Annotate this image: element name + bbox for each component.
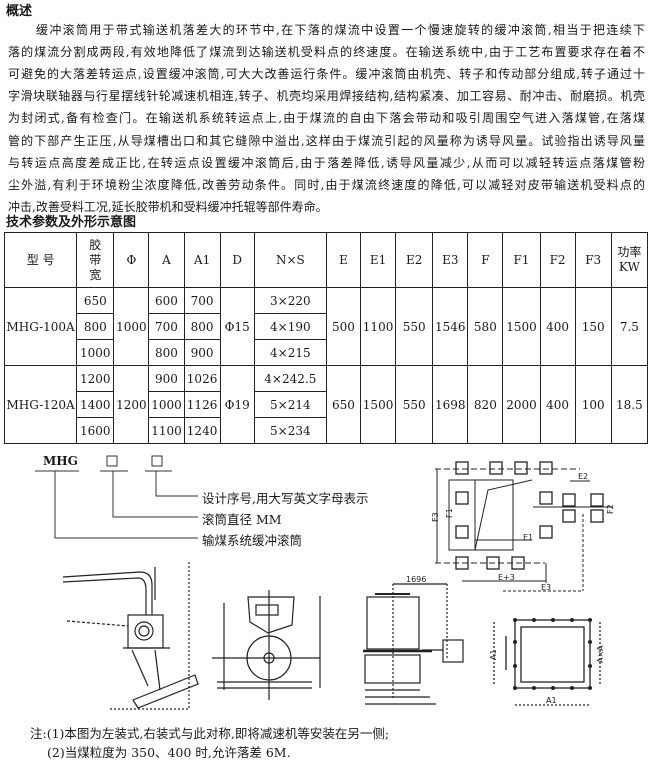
- nxs-cell: 5×234: [253, 417, 327, 444]
- label-e2: E2: [578, 472, 588, 481]
- paragraph-line: 管的下部产生正压,从导煤槽出口和其它缝隙中溢出,这样由于煤流引起的风量称为诱导风…: [8, 134, 645, 148]
- roller-side-view-drawing: [212, 590, 321, 700]
- header-cell: 胶带宽: [76, 232, 115, 288]
- a-cell: 900: [148, 365, 185, 392]
- paragraph-line: 落的煤流分割成两段,有效地降低了煤流到达输送机受料点的终速度。在输送系统中,由于…: [8, 45, 645, 59]
- header-cell: N×S: [253, 232, 327, 288]
- e-cell: 650: [325, 365, 362, 444]
- label-axa: A×A: [596, 645, 605, 663]
- table-header-row: 型 号 胶带宽 Φ A A1 D N×S E E1 E2 E3 F F1 F2 …: [3, 232, 649, 288]
- e2-cell: 550: [395, 287, 434, 366]
- note-1: 注:(1)本图为左装式,右装式与此对称,即将减速机等安装在另一侧;: [30, 726, 390, 741]
- nxs-cell: 3×220: [253, 287, 327, 314]
- belt-cell: 1400: [76, 391, 115, 418]
- belt-cell: 1000: [76, 339, 115, 366]
- label-f1: F1: [445, 508, 454, 518]
- table-row: 1000 800 900 4×215: [5, 339, 648, 366]
- header-cell: 功率KW: [610, 232, 649, 288]
- design-serial-placeholder-box: [151, 455, 163, 467]
- header-belt-width: 胶带宽: [89, 237, 102, 282]
- belt-cell: 800: [76, 313, 115, 340]
- belt-cell: 1200: [76, 365, 115, 392]
- table-row: 800 700 800 4×190: [5, 313, 648, 340]
- header-power: 功率KW: [617, 245, 642, 274]
- header-cell: A1: [183, 232, 221, 288]
- nxs-cell: 4×215: [253, 339, 327, 366]
- label-e1: E1: [523, 533, 533, 542]
- table-row: 1600 1100 1240 5×234: [5, 417, 648, 444]
- code-label-design-serial: 设计序号,用大写英文字母表示: [202, 491, 369, 506]
- paragraph-line: 为封闭式,备有检查门。在输送机系统转运点上,由于煤流的自由下落会带动和吸引周围空…: [8, 111, 645, 125]
- a-cell: 1100: [148, 417, 185, 444]
- chute-view-drawing: [62, 562, 199, 710]
- model-cell: MHG-120A: [3, 365, 78, 444]
- table-title: 技术参数及外形示意图: [6, 215, 137, 230]
- a1-cell: 1240: [183, 417, 221, 444]
- header-cell: Φ: [113, 232, 150, 288]
- paragraph-line: 冲击,改善受料工况,延长胶带机和受料缓冲托辊等部件寿命。: [8, 200, 328, 214]
- a-cell: 800: [148, 339, 185, 366]
- paragraph-line: 尘外溢,有利于环境粉尘浓度降低,改善劳动条件。同时,由于煤流终速度的降低,可以减…: [8, 178, 645, 192]
- f1-cell: 2000: [502, 365, 541, 444]
- section-title: 概述: [6, 4, 33, 19]
- label-f3: F3: [431, 512, 440, 522]
- paragraph-line: 可避免的大落差转运点,设置缓冲滚筒,可大大改善运行条件。缓冲滚筒由机壳、转子和传…: [8, 67, 645, 81]
- a-cell: 1000: [148, 391, 185, 418]
- table-row: MHG-120A 1200 1200 900 1026 Φ19 4×242.5 …: [3, 365, 649, 444]
- f-cell: 820: [467, 365, 504, 444]
- belt-cell: 1600: [76, 417, 115, 444]
- a1-cell: 900: [183, 339, 221, 366]
- f3-cell: 100: [574, 365, 612, 444]
- f-cell: 580: [467, 287, 504, 366]
- label-1696: 1696: [406, 575, 426, 584]
- header-cell: F1: [502, 232, 541, 288]
- a1-cell: 700: [183, 287, 221, 314]
- plan-view-drawing: [435, 461, 612, 592]
- power-cell: 18.5: [610, 365, 649, 444]
- nxs-cell: 5×214: [253, 391, 327, 418]
- label-ex3: E+3: [498, 573, 515, 582]
- front-elevation-drawing: [363, 583, 464, 705]
- nxs-cell: 4×190: [253, 313, 327, 340]
- label-e3: E3: [541, 583, 551, 592]
- phi-cell: 1000: [113, 287, 150, 366]
- nxs-cell: 4×242.5: [253, 365, 327, 392]
- e2-cell: 550: [395, 365, 434, 444]
- label-a1: A1: [546, 696, 557, 705]
- f2-cell: 400: [539, 365, 576, 444]
- d-cell: Φ19: [219, 365, 255, 444]
- flange-view-drawing: [493, 619, 601, 706]
- paragraph-line: 字滑块联轴器与行星摆线针轮减速机相连,转子、机壳均采用焊接结构,结构紧凑、加工容…: [8, 89, 645, 103]
- power-cell: 7.5: [610, 287, 649, 366]
- label-a1-vertical: A1: [489, 649, 498, 660]
- code-label-diameter: 滚筒直径 MM: [202, 512, 282, 527]
- paragraph-line: 缓冲滚筒用于带式输送机落差大的环节中,在下落的煤流中设置一个慢速旋转的缓冲滚筒,…: [36, 23, 645, 37]
- code-label-system: 输煤系统缓冲滚筒: [202, 533, 303, 548]
- e-cell: 500: [325, 287, 362, 366]
- label-f2: F2: [606, 504, 615, 514]
- header-cell: F3: [574, 232, 612, 288]
- model-cell: MHG-100A: [3, 287, 78, 366]
- e3-cell: 1698: [432, 365, 469, 444]
- f2-cell: 400: [539, 287, 576, 366]
- header-cell: 型 号: [3, 232, 78, 288]
- model-code-prefix: MHG: [43, 454, 78, 468]
- note-2: (2)当煤粒度为 350、400 时,允许落差 6M.: [47, 745, 291, 760]
- table-row: MHG-100A 650 1000 600 700 Φ15 3×220 500 …: [3, 287, 649, 366]
- spec-table: 型 号 胶带宽 Φ A A1 D N×S E E1 E2 E3 F F1 F2 …: [3, 232, 649, 444]
- diameter-placeholder-box: [106, 455, 118, 467]
- paragraph-line: 与转运点高度差成正比,在转运点设置缓冲滚筒后,由于落差降低,诱导风量减少,从而可…: [8, 156, 645, 170]
- a1-cell: 800: [183, 313, 221, 340]
- e1-cell: 1500: [360, 365, 397, 444]
